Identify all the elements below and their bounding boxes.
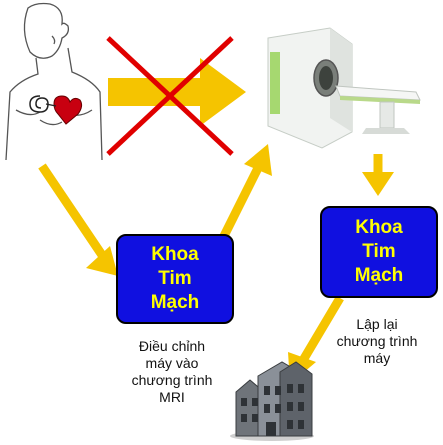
arrow-mri-to-clinic bbox=[362, 154, 394, 196]
cardiology-box-left: Khoa Tim Mạch bbox=[116, 234, 234, 324]
mri-scanner-icon bbox=[267, 27, 421, 149]
cardiology-box-left-label: Khoa Tim Mạch bbox=[150, 244, 200, 313]
arrow-patient-to-clinic bbox=[38, 163, 118, 276]
arrow-clinic-to-mri bbox=[219, 144, 272, 239]
cardiology-box-right-label: Khoa Tim Mạch bbox=[354, 217, 404, 286]
caption-adjust-device: Điều chỉnh máy vào chương trình MRI bbox=[131, 338, 213, 405]
cardiology-box-right: Khoa Tim Mạch bbox=[320, 206, 438, 298]
hospital-buildings-icon bbox=[230, 361, 314, 441]
caption-reprogram-device: Lập lại chương trình máy bbox=[336, 316, 418, 366]
patient-with-pacemaker-icon bbox=[5, 2, 103, 161]
crossed-direct-arrow bbox=[106, 36, 246, 156]
